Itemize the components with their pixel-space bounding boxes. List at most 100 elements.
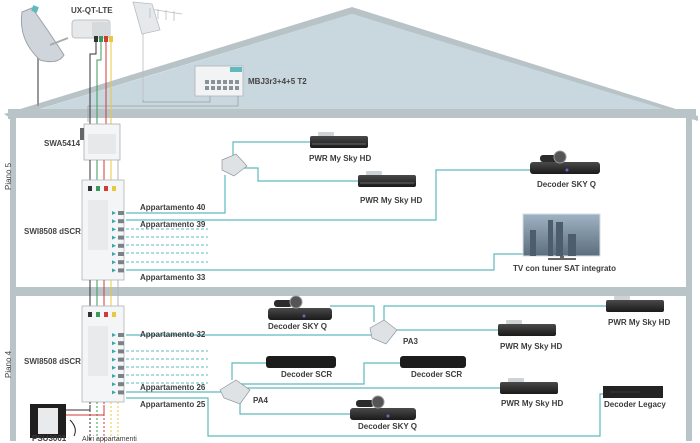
cable-app39	[126, 169, 530, 221]
cable-pa4-scr2	[240, 362, 400, 385]
output-port-indicator	[112, 268, 116, 273]
cable-pa3-skyq	[330, 305, 375, 322]
output-port	[118, 374, 124, 378]
output-port	[118, 390, 124, 395]
output-port	[118, 382, 124, 387]
cable-pa4-skyq	[239, 400, 350, 415]
device-pwr-my-sky-hd-floor4-mid	[498, 320, 556, 336]
floor4-unused-outputs	[126, 350, 208, 384]
output-label-app39: Appartamento 39	[140, 220, 206, 229]
device-label-decoder-sky-q-low: Decoder SKY Q	[358, 422, 417, 431]
floor4-cables	[126, 305, 606, 437]
floor4-riser-bottom	[89, 402, 119, 441]
output-port-indicator	[112, 235, 116, 240]
output-port	[118, 227, 124, 232]
multiswitch-floor5-label: SWI8508 dSCR	[24, 227, 81, 236]
output-port-indicator	[112, 390, 116, 395]
output-port-indicator	[112, 252, 116, 256]
cable-app33	[126, 253, 523, 271]
output-port	[118, 260, 124, 265]
multiswitch-floor4-ports	[112, 333, 124, 395]
output-label-app33: Appartamento 33	[140, 273, 206, 282]
device-label-decoder-sky-q-top: Decoder SKY Q	[268, 322, 327, 331]
cable-pa3-skyhd-top	[383, 305, 606, 320]
cable-pa4-scr1	[231, 362, 266, 380]
device-decoder-legacy	[603, 386, 663, 398]
satellite-dish	[20, 5, 69, 106]
device-tv-sat	[522, 213, 601, 260]
amplifier-cable	[87, 96, 239, 122]
trunk-cables	[89, 42, 112, 124]
output-port-indicator	[112, 365, 116, 370]
roof-fill	[24, 14, 680, 114]
floor-slab	[10, 287, 692, 296]
amplifier-label: MBJ3r3+4+5 T2	[248, 77, 307, 86]
output-port	[118, 333, 124, 337]
cable-app40	[126, 175, 226, 214]
output-port	[118, 252, 124, 256]
device-label-decoder-scr-1: Decoder SCR	[281, 370, 333, 379]
cable-app25	[126, 393, 605, 437]
output-label-app40: Appartamento 40	[140, 203, 206, 212]
output-label-app26: Appartamento 26	[140, 383, 206, 392]
device-label-pwr-my-sky-hd-2: PWR My Sky HD	[360, 196, 423, 205]
device-label-pwr-my-sky-hd-mid: PWR My Sky HD	[500, 342, 563, 351]
output-label-app25: Appartamento 25	[140, 400, 206, 409]
device-decoder-scr-1	[266, 356, 336, 368]
splitter-label-pa4: PA4	[253, 396, 268, 405]
cable-pa2-skyhd1	[232, 141, 310, 158]
left-wall	[10, 118, 16, 441]
lnb-device	[71, 19, 113, 42]
swa5414-label: SWA5414	[44, 139, 81, 148]
dish-reflector	[20, 7, 65, 63]
floor4-riser-top	[89, 296, 119, 306]
output-port-indicator	[112, 227, 116, 232]
output-port-indicator	[112, 382, 116, 387]
splitter-pa2	[221, 153, 248, 177]
output-port-indicator	[112, 211, 116, 215]
output-port	[118, 268, 124, 273]
splitter-pa3	[369, 319, 398, 345]
lnb-label: UX-QT-LTE	[71, 6, 113, 15]
device-decoder-scr-2	[400, 356, 466, 368]
floor-4-label: Piano 4	[4, 350, 13, 378]
device-label-tv-sat: TV con tuner SAT integrato	[513, 264, 616, 273]
roof	[4, 7, 698, 121]
output-port-indicator	[112, 374, 116, 378]
device-decoder-sky-q-floor4-low	[350, 395, 416, 420]
output-port-indicator	[112, 357, 116, 362]
output-port	[118, 211, 124, 215]
device-decoder-sky-q-floor4-top	[268, 295, 332, 320]
amplifier-device	[194, 65, 244, 97]
output-port	[118, 349, 124, 354]
output-port-indicator	[112, 243, 116, 248]
power-supply-psu3001	[30, 404, 76, 438]
output-port-indicator	[112, 260, 116, 265]
cable-pa2-skyhd2	[242, 167, 358, 182]
device-pwr-my-sky-hd-2	[358, 171, 416, 187]
device-pwr-my-sky-hd-floor4-top	[606, 296, 664, 312]
terrestrial-antenna	[132, 1, 183, 100]
device-label-pwr-my-sky-hd-top: PWR My Sky HD	[608, 318, 671, 327]
device-label-decoder-scr-2: Decoder SCR	[411, 370, 463, 379]
right-wall	[686, 118, 692, 441]
psu-label: PSU3001	[32, 434, 67, 443]
device-decoder-sky-q-floor5	[530, 150, 600, 174]
floor5-cables	[126, 141, 530, 271]
swa5414-switch	[80, 123, 121, 161]
device-label-decoder-legacy: Decoder Legacy	[604, 400, 666, 409]
splitter-label-pa3: PA3	[403, 337, 418, 346]
floor-5-label: Piano 5	[4, 162, 13, 190]
device-label-pwr-my-sky-hd-1: PWR My Sky HD	[309, 154, 372, 163]
device-label-pwr-my-sky-hd-low: PWR My Sky HD	[501, 399, 564, 408]
output-port	[118, 341, 124, 346]
output-port-indicator	[112, 219, 116, 224]
output-port	[118, 243, 124, 248]
device-label-decoder-sky-q-floor5: Decoder SKY Q	[537, 180, 596, 189]
multiswitch-floor4	[81, 305, 125, 403]
output-port	[118, 365, 124, 370]
device-pwr-my-sky-hd-1	[310, 132, 368, 148]
other-apartments-label: Altri appartamenti	[82, 436, 137, 443]
output-port-indicator	[112, 349, 116, 354]
